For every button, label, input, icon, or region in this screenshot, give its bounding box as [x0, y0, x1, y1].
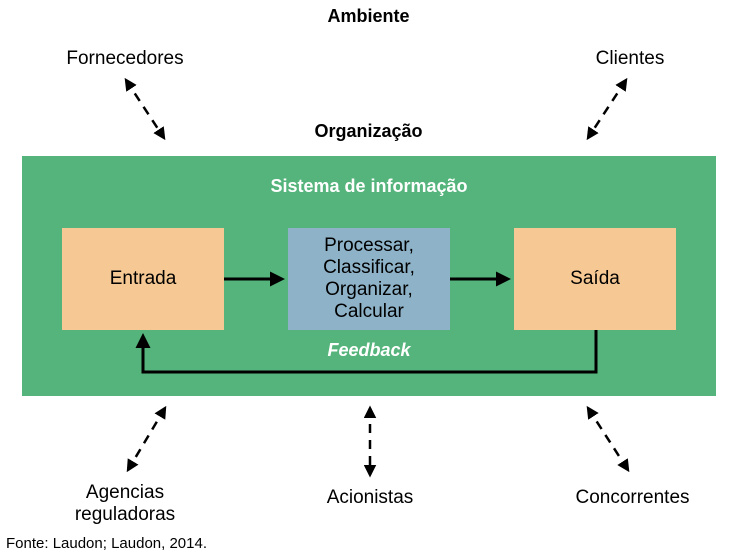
- input-box: Entrada: [62, 228, 224, 330]
- regulators-line-2: reguladoras: [74, 504, 176, 525]
- process-box: Processar, Classificar, Organizar, Calcu…: [288, 228, 450, 330]
- competitors-label: Concorrentes: [575, 487, 690, 508]
- organization-title: Organização: [314, 121, 423, 141]
- process-label: Processar, Classificar, Organizar, Calcu…: [323, 235, 415, 323]
- output-label: Saída: [570, 268, 620, 289]
- feedback-arrow: [135, 330, 598, 374]
- suppliers-label: Fornecedores: [66, 48, 184, 69]
- feedback-label: Feedback: [327, 340, 411, 360]
- competitors-arrow: [586, 405, 630, 473]
- process-line-3: Organizar,: [325, 279, 413, 300]
- regulators-line-1: Agencias: [85, 482, 165, 503]
- information-system-title: Sistema de informação: [270, 176, 468, 196]
- process-line-4: Calcular: [334, 301, 404, 322]
- environment-title: Ambiente: [327, 6, 410, 26]
- suppliers-arrow: [124, 77, 166, 141]
- process-line-2: Classificar,: [323, 257, 415, 278]
- process-line-1: Processar,: [324, 235, 414, 256]
- output-box: Saída: [514, 228, 676, 330]
- regulators-arrow: [126, 405, 167, 473]
- regulators-label: Agencias reguladoras: [40, 482, 210, 526]
- customers-arrow: [586, 77, 628, 141]
- shareholders-label: Acionistas: [326, 487, 414, 508]
- source-caption: Fonte: Laudon; Laudon, 2014.: [6, 535, 208, 552]
- input-label: Entrada: [109, 268, 177, 289]
- customers-label: Clientes: [595, 48, 665, 69]
